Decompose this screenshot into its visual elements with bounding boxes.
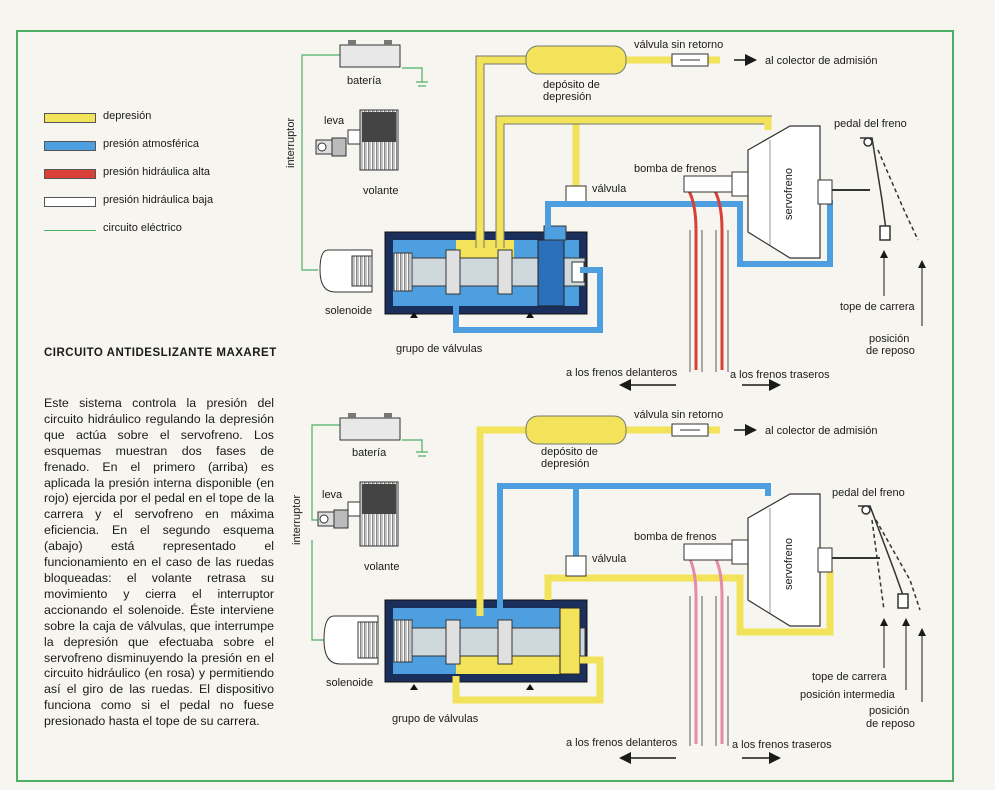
non-return-valve (671, 53, 709, 67)
atmospheric-lines-bottom (497, 483, 771, 616)
brake-pedal-bottom (858, 505, 921, 611)
legend-label: presión hidráulica baja (103, 194, 214, 206)
solenoide-label: solenoide (325, 305, 372, 317)
posicion-label-2: de reposo (866, 345, 915, 357)
leva-label: leva (324, 115, 345, 127)
bomba-label: bomba de frenos (634, 163, 717, 175)
posicion-label-2-bottom: de reposo (866, 718, 915, 730)
deposito-label-2-bottom: depresión (541, 458, 589, 470)
deposito-label-2: depresión (543, 91, 591, 103)
hydraulic-lines-outline-bottom (689, 596, 729, 746)
deposito-label-1-bottom: depósito de (541, 446, 598, 458)
battery-bottom (339, 413, 401, 441)
legend-item-circuito-electrico: circuito eléctrico (44, 222, 304, 240)
legend-item-depresion: depresión (44, 110, 304, 128)
intermedia-label-bottom: posición intermedia (800, 689, 896, 701)
master-cylinder (683, 171, 749, 197)
pedal-label: pedal del freno (834, 118, 907, 130)
legend-line (44, 230, 96, 231)
interruptor-label-bottom: interruptor (291, 495, 303, 545)
battery (339, 40, 401, 68)
valvula-label-bottom: válvula (592, 553, 627, 565)
valvula-sin-retorno-label-bottom: válvula sin retorno (634, 409, 723, 421)
legend-label: presión atmosférica (103, 138, 199, 150)
description-text: Este sistema controla la presión del cir… (44, 396, 274, 729)
atmospheric-lines (453, 200, 833, 333)
servofreno-label-bottom: servofreno (783, 538, 795, 590)
flywheel (347, 109, 399, 171)
solenoide-label-bottom: solenoide (326, 677, 373, 689)
bottom-diagram: batería interruptor leva volante solenoi… (291, 409, 926, 764)
vacuum-tank (525, 45, 627, 75)
brake-pedal (860, 137, 919, 241)
servofreno-label: servofreno (783, 168, 795, 220)
grupo-label: grupo de válvulas (396, 343, 483, 355)
traseros-label-bottom: a los frenos traseros (732, 739, 832, 751)
leva-label-bottom: leva (322, 489, 343, 501)
servo-brake-bottom (747, 493, 880, 627)
legend-swatch (44, 169, 96, 179)
solenoid-bottom (323, 615, 379, 665)
top-diagram: batería interruptor leva volante solenoi… (285, 39, 926, 391)
tope-label-bottom: tope de carrera (812, 671, 887, 683)
volante-label-bottom: volante (364, 561, 399, 573)
vacuum-line-outline (475, 55, 772, 248)
electric-circuit-bottom (311, 424, 428, 641)
electric-circuit (301, 54, 428, 271)
delanteros-label: a los frenos delanteros (566, 367, 678, 379)
volante-label: volante (363, 185, 398, 197)
colector-label-bottom: al colector de admisión (765, 425, 878, 437)
master-cylinder-bottom (683, 539, 749, 565)
figure-frame (16, 30, 954, 782)
legend-swatch (44, 197, 96, 207)
bomba-label-bottom: bomba de frenos (634, 531, 717, 543)
legend-item-presion-hidraulica-baja: presión hidráulica baja (44, 194, 304, 212)
hydraulic-lines-high (684, 185, 724, 370)
traseros-label: a los frenos traseros (730, 369, 830, 381)
bateria-label-bottom: batería (352, 447, 387, 459)
deposito-label-1: depósito de (543, 79, 600, 91)
cam-switch (315, 137, 347, 157)
valve-group-bottom (384, 599, 588, 690)
solenoid (319, 249, 373, 293)
tope-label: tope de carrera (840, 301, 915, 313)
legend-item-presion-atmosferica: presión atmosférica (44, 138, 304, 156)
interruptor-label: interruptor (285, 118, 297, 168)
colector-label: al colector de admisión (765, 55, 878, 67)
valvula-sin-retorno-label: válvula sin retorno (634, 39, 723, 51)
non-return-valve-bottom (671, 423, 709, 437)
bateria-label: batería (347, 75, 382, 87)
legend-item-presion-hidraulica-alta: presión hidráulica alta (44, 166, 304, 184)
delanteros-label-bottom: a los frenos delanteros (566, 737, 678, 749)
vacuum-lines (476, 56, 772, 248)
figure-title: CIRCUITO ANTIDESLIZANTE MAXARET (44, 347, 277, 359)
legend-label: circuito eléctrico (103, 222, 182, 234)
vacuum-tank-bottom (525, 415, 627, 445)
posicion-label-1: posición (869, 333, 909, 345)
valve-box-bottom (565, 555, 587, 577)
legend-swatch (44, 113, 96, 123)
legend-swatch (44, 141, 96, 151)
valvula-label: válvula (592, 183, 627, 195)
legend-label: presión hidráulica alta (103, 166, 211, 178)
posicion-label-1-bottom: posición (869, 705, 909, 717)
legend-label: depresión (103, 110, 152, 122)
pedal-label-bottom: pedal del freno (832, 487, 905, 499)
servo-brake (747, 125, 870, 259)
valve-group (384, 225, 588, 318)
grupo-label-bottom: grupo de válvulas (392, 713, 479, 725)
hydraulic-lines-outline (689, 230, 729, 372)
cam-switch-bottom (317, 509, 349, 529)
flywheel-bottom (347, 481, 399, 547)
